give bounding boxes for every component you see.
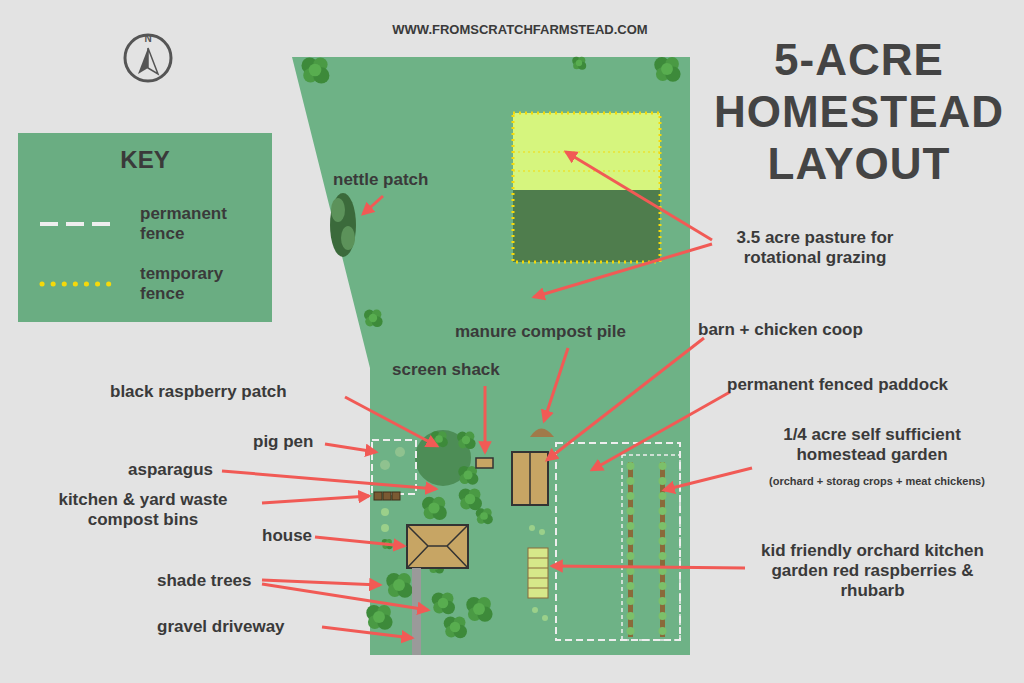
callout-label: shade trees <box>157 571 262 591</box>
plant <box>627 612 635 620</box>
plant <box>627 552 635 560</box>
paddock-fence <box>556 443 680 640</box>
pasture <box>513 113 660 262</box>
callout-label: kid friendly orchard kitchen garden red … <box>745 541 1000 601</box>
permanent-fence-sample <box>40 222 118 226</box>
plant <box>659 507 667 515</box>
gravel-driveway <box>412 568 421 655</box>
pig <box>395 447 405 457</box>
callout-label: pig pen <box>253 432 325 452</box>
callout-label: house <box>262 526 317 546</box>
callout-note: (orchard + storag crops + meat chickens) <box>742 474 1012 488</box>
callout-label: asparagus <box>128 460 222 480</box>
plant <box>627 597 635 605</box>
callout-label: nettle patch <box>333 170 463 190</box>
plant <box>659 597 667 605</box>
plant <box>627 537 635 545</box>
compass-letter: N <box>138 33 158 45</box>
plant <box>627 522 635 530</box>
plant <box>627 477 635 485</box>
callout-label: black raspberry patch <box>110 382 342 402</box>
nettle-patch <box>330 193 356 257</box>
legend-text: temporary fence <box>140 264 260 304</box>
screen-shack <box>476 458 493 468</box>
temporary-fence-sample <box>42 282 116 287</box>
key-box <box>18 133 272 322</box>
plant <box>627 462 635 470</box>
property-land <box>292 57 690 655</box>
callout-label: 3.5 acre pasture for rotational grazing <box>700 228 930 268</box>
plant <box>659 552 667 560</box>
watermark: WWW.FROMSCRATCHFARMSTEAD.COM <box>370 22 670 38</box>
plant <box>659 477 667 485</box>
plant <box>659 522 667 530</box>
legend-heading: KEY <box>18 146 272 174</box>
kitchen-garden <box>528 525 548 621</box>
callout-label: kitchen & yard waste compost bins <box>28 490 258 530</box>
plant <box>659 537 667 545</box>
garden-fence <box>622 455 680 640</box>
callout-label: barn + chicken coop <box>698 320 913 340</box>
trees <box>302 57 681 639</box>
asparagus <box>381 508 389 532</box>
legend-text: permanent fence <box>140 204 260 244</box>
callout-label: screen shack <box>392 360 527 380</box>
plant <box>627 492 635 500</box>
plant <box>659 612 667 620</box>
leader-lines <box>222 152 752 638</box>
pig <box>380 460 390 470</box>
callout-label: gravel driveway <box>157 617 317 637</box>
plant <box>627 582 635 590</box>
title: 5-ACRE HOMESTEAD LAYOUT <box>700 34 1018 190</box>
manure-pile <box>530 429 554 438</box>
plant <box>659 627 667 635</box>
plant <box>659 492 667 500</box>
house <box>407 525 468 568</box>
plant <box>627 627 635 635</box>
callout-label: 1/4 acre self sufficient homestead garde… <box>752 425 992 465</box>
plant <box>627 507 635 515</box>
callout-label: manure compost pile <box>455 322 670 342</box>
plant <box>659 582 667 590</box>
plant <box>659 462 667 470</box>
callout-label: permanent fenced paddock <box>727 375 997 395</box>
compost-bins <box>374 492 400 500</box>
barn <box>512 452 548 505</box>
garden-rows <box>627 462 667 637</box>
